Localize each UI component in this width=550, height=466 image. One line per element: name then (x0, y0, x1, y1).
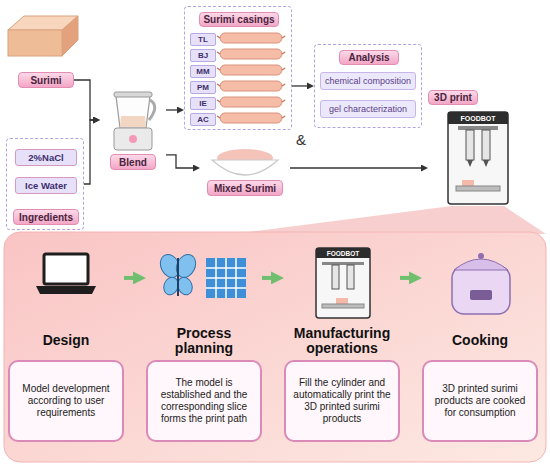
brand-text: FOODBOT (318, 248, 368, 258)
text-slot: IE (190, 97, 216, 110)
process-panel (4, 232, 546, 462)
zoom-wedge (232, 206, 546, 234)
analysis-item: chemical composition (320, 72, 416, 90)
slice-grid (206, 258, 246, 298)
analysis-item-box: chemical composition (320, 72, 416, 90)
text-slot: Surimi casings (199, 12, 279, 27)
text-slot: Ingredients (13, 209, 79, 225)
step-label: Surimi (18, 72, 74, 88)
stage-description: Fill the cylinder and automatically prin… (284, 360, 400, 442)
butterfly-model (157, 251, 199, 297)
blender (114, 92, 155, 150)
flow-arrow (292, 85, 307, 86)
stage-description: Model development according to user requ… (8, 360, 124, 442)
step-label: Blend (110, 154, 156, 170)
text-slot: FOODBOT (452, 113, 504, 123)
flow-arrow (166, 109, 177, 110)
flow-arrow (400, 276, 409, 280)
text-slot: Manufacturing operations (284, 324, 400, 358)
stage-heading: Manufacturing operations (284, 324, 400, 358)
printer-small (316, 248, 370, 318)
stage-card: Cooking3D printed surimi products are co… (422, 238, 538, 446)
stage-description: 3D printed surimi products are cooked fo… (422, 360, 538, 442)
text-slot: Fill the cylinder and automatically prin… (284, 360, 400, 442)
surimi-block (8, 16, 78, 56)
stage-card: DesignModel development according to use… (8, 238, 124, 446)
casing-code: IE (190, 97, 216, 110)
text-slot: Ice Water (15, 177, 77, 194)
ingredient-name: Ice Water (15, 177, 77, 194)
ingredient-box: 2%NaCl (15, 149, 77, 166)
text-slot: MM (190, 65, 216, 78)
text-slot: chemical composition (320, 72, 416, 90)
flow-arrow (74, 80, 93, 120)
step-label: Mixed Surimi (207, 180, 283, 196)
casing-sausage (220, 33, 282, 123)
casing-tie (217, 36, 285, 118)
analysis-item-box: gel characterization (320, 100, 416, 118)
flow-arrow (84, 120, 93, 184)
text-slot: The model is established and the corresp… (146, 360, 262, 442)
casing-tag: TL (190, 33, 216, 46)
text-slot: Design (8, 324, 124, 358)
ampersand: & (293, 130, 309, 148)
brand-text: FOODBOT (452, 113, 504, 123)
casing-code: PM (190, 81, 216, 94)
laptop-icon (36, 254, 96, 294)
text-slot: FOODBOT (318, 248, 368, 258)
text-slot: Model development according to user requ… (8, 360, 124, 442)
casing-code: BJ (190, 49, 216, 62)
casing-panel: TL BJ MM PM IE AC Surimi casings (184, 6, 292, 130)
surimi-bowl (212, 149, 278, 175)
analysis-panel: chemical composition gel characterization… (314, 44, 422, 128)
flow-arrow (124, 276, 133, 280)
casing-tag: MM (190, 65, 216, 78)
casing-code: TL (190, 33, 216, 46)
text-slot: PM (190, 81, 216, 94)
casing-tag: AC (190, 113, 216, 126)
printer-3d (448, 112, 508, 204)
step-label: Surimi casings (199, 12, 279, 27)
text-slot: Analysis (339, 50, 399, 65)
flow-arrow (166, 155, 193, 168)
casing-tag: IE (190, 97, 216, 110)
print-step: 3D print (428, 90, 512, 210)
flow-arrow (290, 167, 421, 168)
analysis-item: gel characterization (320, 100, 416, 118)
stage-heading: Process planning (146, 324, 262, 358)
stage-description: The model is established and the corresp… (146, 360, 262, 442)
step-label: Ingredients (13, 209, 79, 225)
text-slot: 3D printed surimi products are cooked fo… (422, 360, 538, 442)
stage-heading: Design (8, 324, 124, 358)
mixed-surimi-step: Mixed Surimi (200, 138, 290, 198)
casing-tag: PM (190, 81, 216, 94)
step-label: 3D print (428, 90, 478, 105)
text-slot: gel characterization (320, 100, 416, 118)
ingredient-name: 2%NaCl (15, 149, 77, 166)
stage-card: Manufacturing operationsFill the cylinde… (284, 238, 400, 446)
text-slot: BJ (190, 49, 216, 62)
text-slot: Process planning (146, 324, 262, 358)
flow-arrow (262, 276, 271, 280)
casing-tag: BJ (190, 49, 216, 62)
ingredient-panel: 2%NaClIce WaterIngredients (6, 138, 84, 230)
text-slot: & (293, 130, 309, 148)
text-slot: TL (190, 33, 216, 46)
casing-code: MM (190, 65, 216, 78)
step-label-box: Surimi (18, 72, 74, 88)
text-slot: Cooking (422, 324, 538, 358)
casing-code: AC (190, 113, 216, 126)
step-label: Analysis (339, 50, 399, 65)
text-slot: Mixed Surimi (207, 180, 283, 196)
rice-cooker (452, 253, 510, 314)
blend-step: Blend (100, 90, 166, 172)
text-slot: Surimi (18, 72, 74, 88)
text-slot: 2%NaCl (15, 149, 77, 166)
ingredient-box: Ice Water (15, 177, 77, 194)
stage-card: Process planningThe model is established… (146, 238, 262, 446)
text-slot: Blend (110, 154, 156, 170)
stage-heading: Cooking (422, 324, 538, 358)
text-slot: 3D print (428, 90, 478, 105)
text-slot: AC (190, 113, 216, 126)
